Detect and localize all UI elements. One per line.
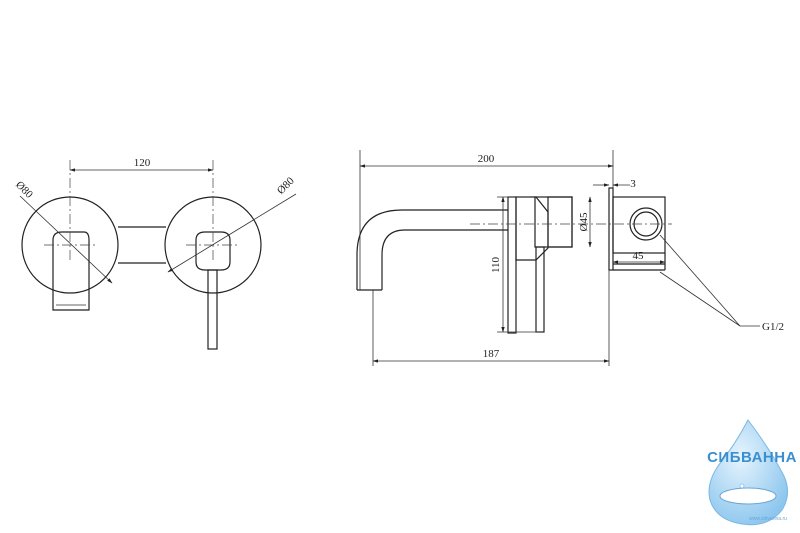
thread-leader-2 [659, 271, 741, 327]
dim-45-label: 45 [633, 250, 645, 262]
dim-3-label: 3 [630, 178, 636, 190]
water-drop-icon [708, 419, 788, 526]
front-spout [52, 231, 90, 311]
right-diameter-label: Ø80 [275, 175, 297, 197]
body-housing [534, 196, 573, 248]
front-view: 120 Ø80 Ø80 [13, 157, 297, 350]
body-cylinder [515, 196, 549, 261]
spout-inner [381, 229, 508, 290]
watermark-logo: СИБВАННА www.sibvanna.ru [707, 419, 797, 526]
thread-label: G1/2 [762, 321, 784, 333]
thread-outer [629, 207, 663, 241]
right-diameter-leader [167, 193, 297, 273]
left-diameter-label: Ø80 [13, 179, 35, 201]
housing-cap [547, 196, 573, 248]
thread-leader-1 [659, 234, 741, 327]
handle-hub [195, 231, 231, 271]
handle-lever-side [507, 196, 517, 334]
spout-outer [356, 209, 508, 290]
side-view: 200 3 Ø45 110 45 187 G1/2 [356, 150, 784, 366]
brand-name: СИБВАННА [707, 449, 797, 466]
lever-arm [535, 246, 545, 333]
dim-110-label: 110 [490, 256, 502, 273]
brand-site: www.sibvanna.ru [749, 516, 787, 522]
wall-box [612, 196, 666, 254]
dim-200-label: 200 [478, 153, 495, 165]
left-diameter-leader [19, 195, 113, 284]
handle-lever [207, 269, 218, 350]
dim-187-label: 187 [483, 348, 500, 360]
dim-120-label: 120 [134, 157, 151, 169]
bathtub-icon [719, 487, 777, 505]
dim-d45-label: Ø45 [578, 212, 590, 231]
bubble-icon [739, 483, 745, 489]
